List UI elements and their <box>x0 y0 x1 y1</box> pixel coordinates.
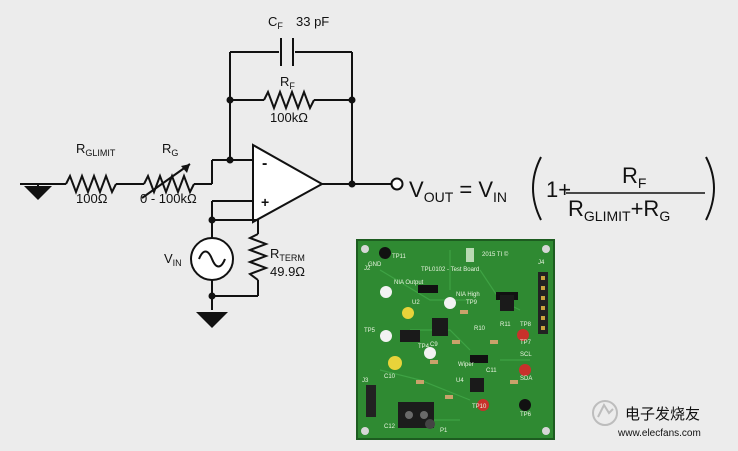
output-terminal <box>390 177 404 191</box>
rglimit-value: 100Ω <box>76 191 108 206</box>
ground-left <box>20 183 60 200</box>
pcb-label: C11 <box>486 368 497 374</box>
pcb-label: SCL <box>520 352 532 358</box>
resistor-rterm <box>247 233 269 281</box>
vin-label: VIN <box>164 251 182 268</box>
pcb-label: TP6 <box>520 412 532 418</box>
opamp-plus-label: + <box>261 194 269 210</box>
rterm-value: 49.9Ω <box>270 264 305 279</box>
pcb-year: 2015 TI © <box>482 251 509 258</box>
pcb-label: TP10 <box>472 404 487 410</box>
watermark-text: 电子发烧友 <box>625 406 700 423</box>
pcb-label: U2 <box>412 300 420 306</box>
rg-value: 0 - 100kΩ <box>140 191 197 206</box>
cf-label: CF <box>268 14 283 31</box>
rf-value: 100kΩ <box>270 110 308 125</box>
pcb-title: TPL0102 - Test Board <box>421 267 479 273</box>
svg-text:RF: RF <box>622 163 646 191</box>
pcb-label: SDA <box>520 376 532 382</box>
gain-equation: VOUT = VIN 1+ RF RGLIMIT+RG <box>409 156 715 224</box>
op-amp <box>252 143 325 224</box>
pcb-label: TP7 <box>520 340 532 346</box>
ground-bottom <box>196 312 228 328</box>
pcb-label: C10 <box>384 374 396 380</box>
pcb-label: R11 <box>500 322 511 328</box>
pcb-label: J3 <box>362 378 369 384</box>
cf-value: 33 pF <box>296 14 329 29</box>
pcb-label: NIA Output <box>394 280 424 286</box>
opamp-minus-label: - <box>262 155 267 172</box>
resistor-rglimit <box>65 173 117 195</box>
svg-text:1+: 1+ <box>546 177 571 202</box>
resistor-rg-variable <box>141 163 195 199</box>
watermark: 电子发烧友 www.elecfans.com <box>592 400 701 439</box>
pcb-board-photo: TPL0102 - Test Board 2015 TI © TP11GNDJ2… <box>356 239 555 440</box>
rglimit-label: RGLIMIT <box>76 141 116 158</box>
pcb-label: TP4 <box>418 344 430 350</box>
resistor-rf <box>263 89 315 111</box>
capacitor-cf <box>280 38 294 66</box>
svg-text:RGLIMIT+RG: RGLIMIT+RG <box>568 196 670 224</box>
pcb-label: C9 <box>430 342 438 348</box>
pcb-label: Wiper <box>458 362 474 368</box>
pcb-label: P1 <box>440 428 448 434</box>
pcb-label: TP9 <box>466 300 478 306</box>
rf-label: RF <box>280 74 295 91</box>
pcb-label: J2 <box>364 266 371 272</box>
pcb-label: R10 <box>474 326 486 332</box>
pcb-label: GND <box>368 262 382 268</box>
pcb-label: C12 <box>384 424 396 430</box>
pcb-label: U4 <box>456 378 464 384</box>
pcb-label: NIA High <box>456 292 480 298</box>
rg-label: RG <box>162 141 178 158</box>
watermark-url: www.elecfans.com <box>617 428 701 439</box>
svg-text:VOUT = VIN: VOUT = VIN <box>409 177 507 205</box>
pcb-label: J4 <box>538 260 545 266</box>
pcb-label: TP5 <box>364 328 376 334</box>
voltage-source-vin <box>190 237 234 281</box>
pcb-label: TP8 <box>520 322 532 328</box>
rterm-label: RTERM <box>270 246 305 263</box>
pcb-label: TP11 <box>392 254 407 260</box>
